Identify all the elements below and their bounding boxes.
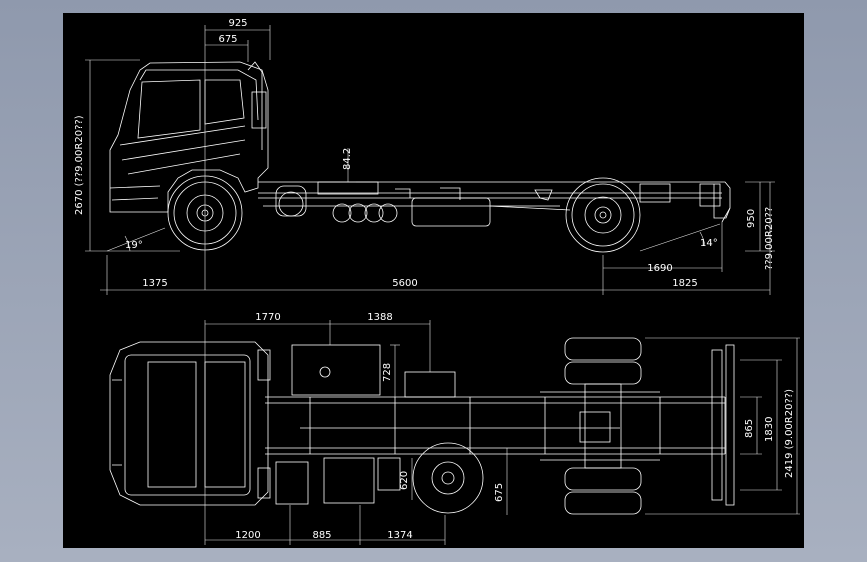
dim-885: 885 [312,530,331,541]
side-dimension-lines [85,25,775,295]
dim-728: 728 [382,363,393,382]
dim-2419: 2419 (9.00R20??) [784,389,795,478]
dim-620: 620 [399,471,410,490]
dim-84-2: 84.2 [342,148,353,170]
side-cab-outline [109,61,269,213]
dim-19-deg: 19° [125,240,143,251]
top-chassis-frame [265,344,726,505]
dim-1830: 1830 [764,417,775,442]
dim-865: 865 [744,419,755,438]
dim-1375: 1375 [142,278,167,289]
top-front-wheel [412,442,484,514]
side-chassis-frame [258,181,731,227]
dim-14-deg: 14° [700,238,718,249]
dim-1374: 1374 [387,530,412,541]
truck-chassis-drawing: 925 675 84.2 2670 (??9.00R20??) 19° 14° … [74,18,800,545]
dim-1200: 1200 [235,530,260,541]
top-dimension-lines [204,320,800,545]
dim-1825: 1825 [672,278,697,289]
dim-675-side: 675 [218,34,237,45]
top-view: 1770 1388 728 620 675 865 1830 2419 (9.0… [109,312,800,545]
dim-950-tire: ??9.00R20?? [764,207,775,270]
dim-950: 950 [746,209,757,228]
dim-675-top: 675 [494,483,505,502]
dim-925: 925 [228,18,247,29]
dim-1388: 1388 [367,312,392,323]
drawing-canvas[interactable]: 925 675 84.2 2670 (??9.00R20??) 19° 14° … [63,13,804,548]
dim-5600: 5600 [392,278,417,289]
top-rear-wheels [540,337,735,515]
dim-2670: 2670 (??9.00R20??) [74,115,85,215]
side-rear-wheel [565,177,641,253]
dim-1690: 1690 [647,263,672,274]
side-view: 925 675 84.2 2670 (??9.00R20??) 19° 14° … [74,18,775,295]
top-cab-outline [109,341,271,506]
dim-1770: 1770 [255,312,280,323]
